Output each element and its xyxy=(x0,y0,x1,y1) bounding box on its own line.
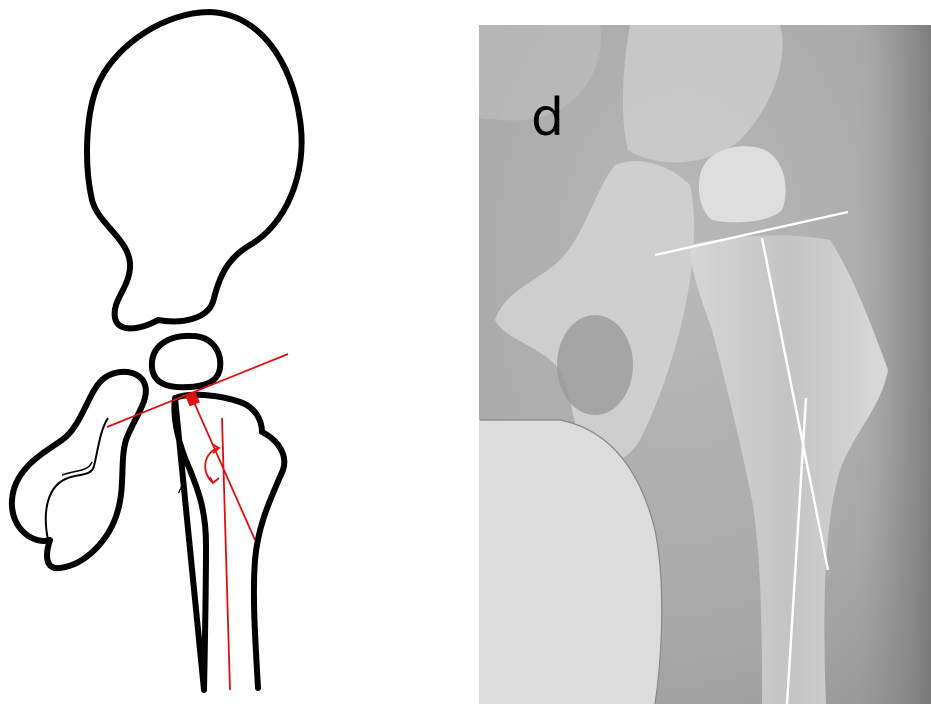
femoral-epiphysis xyxy=(699,146,786,222)
shaft-axis-line xyxy=(222,418,230,690)
femoral-head-outline xyxy=(152,336,220,387)
hip-radiograph: d xyxy=(479,25,931,704)
panel-letter: d xyxy=(531,88,564,148)
obturator-contour xyxy=(46,418,108,540)
ilium-outline xyxy=(87,12,302,328)
hip-schematic: A xyxy=(12,12,302,690)
angle-label: A xyxy=(178,480,188,496)
obturator-foramen xyxy=(557,315,633,415)
